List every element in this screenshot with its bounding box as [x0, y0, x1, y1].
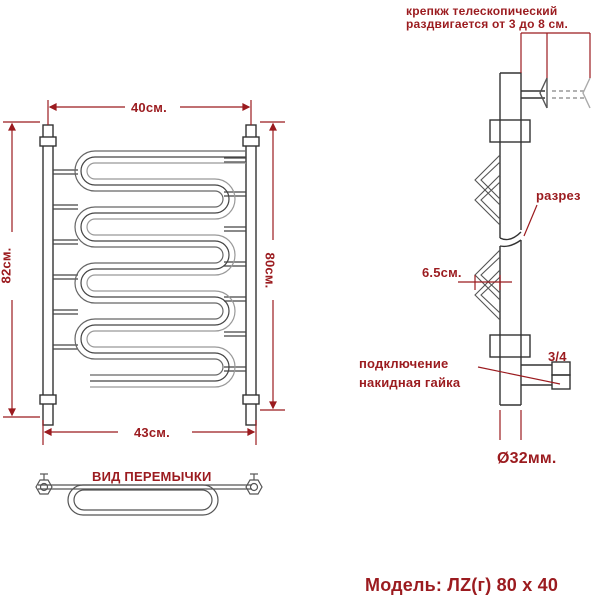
- width-bottom-label: 43см.: [134, 425, 170, 440]
- side-annotations: [458, 32, 591, 440]
- left-bottom-nut: [39, 394, 57, 405]
- section-label: разрез: [536, 188, 581, 203]
- depth-label: 6.5см.: [422, 265, 462, 280]
- left-top-nut: [39, 136, 57, 147]
- side-view: [474, 72, 591, 406]
- jumper-view-label: ВИД ПЕРЕМЫЧКИ: [90, 469, 214, 484]
- thread-label: 3/4: [548, 349, 567, 364]
- height-right-label: 80см.: [262, 252, 278, 289]
- mount-note-line1: крепкж телескопический: [406, 4, 558, 18]
- right-top-nut: [242, 136, 260, 147]
- pipe-diameter-label: Ø32мм.: [497, 450, 557, 467]
- model-label: Модель: ЛZ(г) 80 х 40: [365, 575, 559, 595]
- mount-note-line2: раздвигается от 3 до 8 см.: [406, 17, 569, 31]
- height-left-label: 82см.: [0, 247, 14, 284]
- right-bottom-nut: [242, 394, 260, 405]
- left-riser-pipe: [42, 124, 54, 426]
- serpentine-coil: [53, 150, 246, 388]
- right-hex-nut: [245, 479, 263, 495]
- front-view: [39, 124, 260, 426]
- right-riser-pipe: [245, 124, 257, 426]
- jumper-view: [35, 473, 263, 516]
- width-top-label: 40см.: [131, 100, 167, 115]
- connection-label-line2: накидная гайка: [359, 375, 461, 390]
- front-dimensions: [3, 100, 285, 445]
- connection-label-line1: подключение: [359, 356, 449, 371]
- left-hex-nut: [35, 479, 53, 495]
